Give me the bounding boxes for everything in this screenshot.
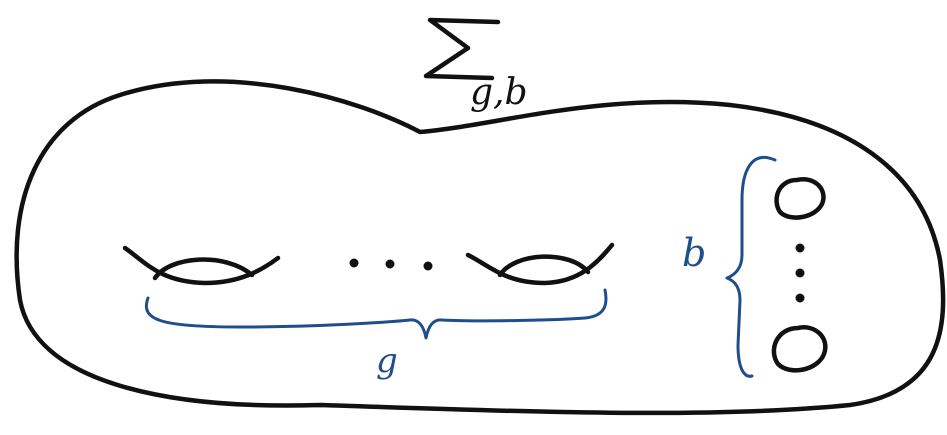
genus-label: g xyxy=(376,341,398,381)
title-subscript: g,b xyxy=(470,72,528,113)
ellipsis-dot xyxy=(386,260,395,269)
handle-left xyxy=(125,248,278,283)
boundary-circle-bottom xyxy=(774,327,825,370)
handle-right xyxy=(468,245,612,283)
ellipsis-dot xyxy=(350,259,359,268)
boundary-brace-curve xyxy=(727,157,775,376)
sigma-glyph xyxy=(426,20,498,78)
handle-ellipsis xyxy=(350,259,433,271)
boundary-ellipsis-dot xyxy=(796,294,805,303)
boundary-ellipsis-dot xyxy=(796,244,805,253)
surface-title: Σ g,b xyxy=(0,0,528,113)
boundary-components xyxy=(774,179,825,370)
genus-brace: g xyxy=(146,290,606,381)
handle-right-lower-curve xyxy=(500,257,588,275)
boundary-brace: b xyxy=(682,157,775,376)
handle-right-upper-curve xyxy=(468,245,612,283)
handle-left-upper-curve xyxy=(125,248,278,283)
boundary-circle-top xyxy=(777,179,824,217)
boundary-label: b xyxy=(682,231,706,275)
boundary-ellipsis-dot xyxy=(796,269,805,278)
ellipsis-dot xyxy=(424,262,433,271)
genus-brace-curve xyxy=(146,290,606,338)
